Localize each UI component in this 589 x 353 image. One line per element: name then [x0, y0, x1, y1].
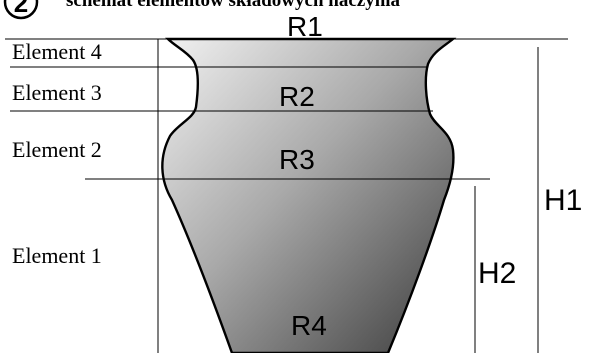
- section-lines: [5, 38, 568, 180]
- heading-number: 2: [14, 0, 28, 18]
- heading-title: schemat elementów składowych naczynia: [66, 0, 401, 11]
- height-labels: H1 H2: [478, 184, 582, 290]
- r4-label: R4: [291, 310, 327, 341]
- element-labels: Element 4 Element 3 Element 2 Element 1: [12, 39, 102, 268]
- r1-label: R1: [287, 11, 323, 42]
- element-4-label: Element 4: [12, 39, 102, 64]
- h1-label: H1: [544, 184, 582, 217]
- r2-label: R2: [279, 81, 315, 112]
- vessel-body: [161, 37, 457, 353]
- radius-labels: R1 R2 R3 R4: [279, 11, 327, 341]
- h2-label: H2: [478, 257, 516, 290]
- element-2-label: Element 2: [12, 137, 102, 162]
- r3-label: R3: [279, 144, 315, 175]
- dimension-lines: [157, 39, 539, 353]
- heading-number-badge: [3, 0, 39, 20]
- element-1-label: Element 1: [12, 243, 102, 268]
- element-3-label: Element 3: [12, 80, 102, 105]
- heading: 2 schemat elementów składowych naczynia: [3, 0, 401, 20]
